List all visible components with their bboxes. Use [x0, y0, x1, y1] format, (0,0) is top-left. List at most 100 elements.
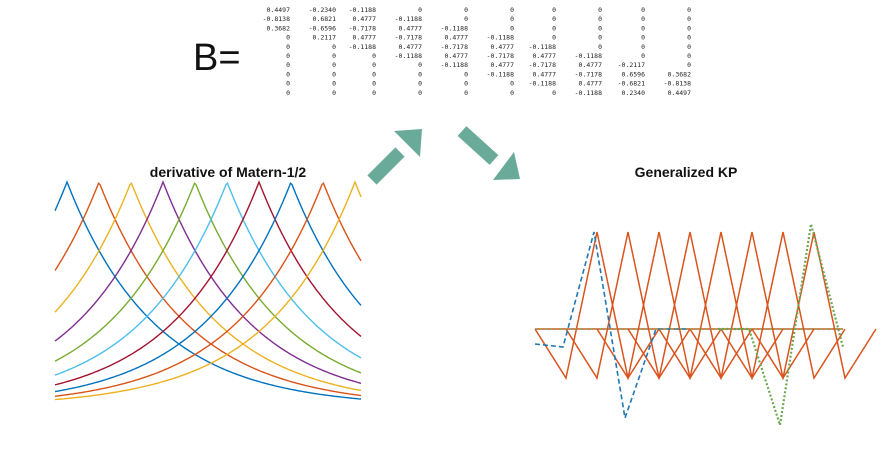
matrix-label: B=: [193, 37, 241, 79]
matrix-cell: 0: [286, 34, 290, 42]
matrix-cell: 0: [641, 15, 645, 23]
matrix-cell: 0: [418, 61, 422, 69]
kp-basis-function: [627, 231, 753, 380]
matern-curve: [54, 182, 362, 374]
matrix-cell: 0.4777: [533, 70, 557, 78]
matrix-cell: 0: [510, 24, 514, 32]
matrix-cell: 0.6596: [622, 70, 646, 78]
matrix-cell: -0.1188: [575, 52, 602, 60]
matrix-cell: 0: [687, 24, 691, 32]
matrix-cell: -0.7178: [575, 70, 602, 78]
matrix-cell: 0.2340: [622, 89, 646, 97]
matrix-cell: 0: [510, 89, 514, 97]
matern-curve: [54, 180, 362, 384]
left-panel-title: derivative of Matern-1/2: [150, 164, 307, 180]
matrix-cell: 0: [598, 24, 602, 32]
matrix-cell: 0: [598, 34, 602, 42]
matrix-cell: 0: [332, 43, 336, 51]
matrix-cell: 0: [552, 15, 556, 23]
matrix-cell: 0.4777: [353, 15, 377, 23]
kp-basis-function: [720, 231, 846, 380]
matrix-cell: 0.2117: [313, 34, 337, 42]
matrix-cell: 0: [332, 89, 336, 97]
matrix-cell: -0.1188: [395, 52, 422, 60]
matrix-cell: 0: [418, 6, 422, 14]
matrix-cell: 0.4777: [491, 43, 515, 51]
matern-curve: [54, 182, 362, 397]
matrix-cell: 0.4777: [579, 80, 603, 88]
arrow-right-down: [457, 126, 520, 180]
matrix-cell: 0.6821: [313, 15, 337, 23]
matern-curve: [54, 182, 362, 376]
matrix-cell: 0: [372, 52, 376, 60]
matern-curve: [54, 182, 362, 392]
matrix-cell: -0.8138: [263, 15, 290, 23]
matrix-cell: 0: [598, 15, 602, 23]
matrix-cell: -0.1188: [529, 80, 556, 88]
matrix-cell: 0.4777: [445, 34, 469, 42]
matrix-cell: -0.2117: [618, 61, 645, 69]
matrix-cell: -0.7178: [487, 52, 514, 60]
matrix-cell: 0: [286, 61, 290, 69]
matern-curve: [54, 182, 362, 393]
matrix-cell: 0: [552, 6, 556, 14]
matrix-cell: 0.4777: [353, 34, 377, 42]
matrix-cell: 0: [332, 70, 336, 78]
matrix-cell: 0: [510, 80, 514, 88]
matrix-cell: -0.7178: [349, 24, 376, 32]
matrix-cell: 0: [552, 24, 556, 32]
matrix-cell: -0.7178: [395, 34, 422, 42]
kp-basis-function: [751, 231, 877, 380]
matrix-cell: -0.7178: [441, 43, 468, 51]
generalized-kp-plot: [534, 223, 877, 426]
right-panel-title: Generalized KP: [635, 164, 738, 180]
matern-curve: [54, 182, 362, 397]
matrix-cell: -0.1188: [575, 89, 602, 97]
matrix-cell: 0: [372, 80, 376, 88]
matrix-cell: 0.4777: [399, 43, 423, 51]
matrix-cell: 0: [286, 52, 290, 60]
matrix-cell: 0: [552, 89, 556, 97]
matern-derivative-plot: [54, 180, 362, 401]
matrix-cell: 0: [332, 80, 336, 88]
matrix-cell: -0.1188: [441, 24, 468, 32]
matrix-cell: 0: [286, 80, 290, 88]
kp-edge-function-right: [718, 223, 845, 426]
matrix-cell: 0: [332, 61, 336, 69]
matrix-cell: 0: [286, 43, 290, 51]
matrix-cell: -0.8138: [664, 80, 691, 88]
matrix-cell: 0: [286, 89, 290, 97]
matrix-cell: -0.1188: [441, 61, 468, 69]
kp-basis-function: [658, 231, 784, 380]
kp-basis-function: [534, 231, 660, 380]
matrix-cell: -0.7178: [529, 61, 556, 69]
matrix-cell: 0.4777: [445, 52, 469, 60]
matrix-cell: 0: [418, 70, 422, 78]
matrix-cell: 0: [641, 24, 645, 32]
matrix-cell: 0: [687, 43, 691, 51]
matrix-cell: 0: [372, 89, 376, 97]
matrix-cell: 0.4777: [491, 61, 515, 69]
matrix-cell: 0.3682: [668, 70, 692, 78]
matrix-cell: 0.4777: [533, 52, 557, 60]
matrix-cell: 0: [687, 61, 691, 69]
matrix-cell: 0: [641, 34, 645, 42]
matrix-cell: 0: [641, 6, 645, 14]
matrix-cell: -0.2340: [309, 6, 336, 14]
matrix-cell: 0: [641, 52, 645, 60]
matrix-cell: -0.1188: [529, 43, 556, 51]
kp-basis-function: [689, 231, 815, 380]
matern-curve: [54, 180, 362, 400]
matrix-cell: -0.6821: [618, 80, 645, 88]
matrix-cell: 0: [464, 70, 468, 78]
matrix-cell: -0.1188: [487, 34, 514, 42]
matrix-cell: 0: [687, 52, 691, 60]
matrix-cell: 0: [552, 34, 556, 42]
matrix-cell: -0.1188: [349, 43, 376, 51]
matrix-cell: 0: [286, 70, 290, 78]
matrix-cell: 0: [464, 89, 468, 97]
arrow-left-up: [367, 129, 422, 185]
kp-basis-function: [565, 231, 691, 380]
